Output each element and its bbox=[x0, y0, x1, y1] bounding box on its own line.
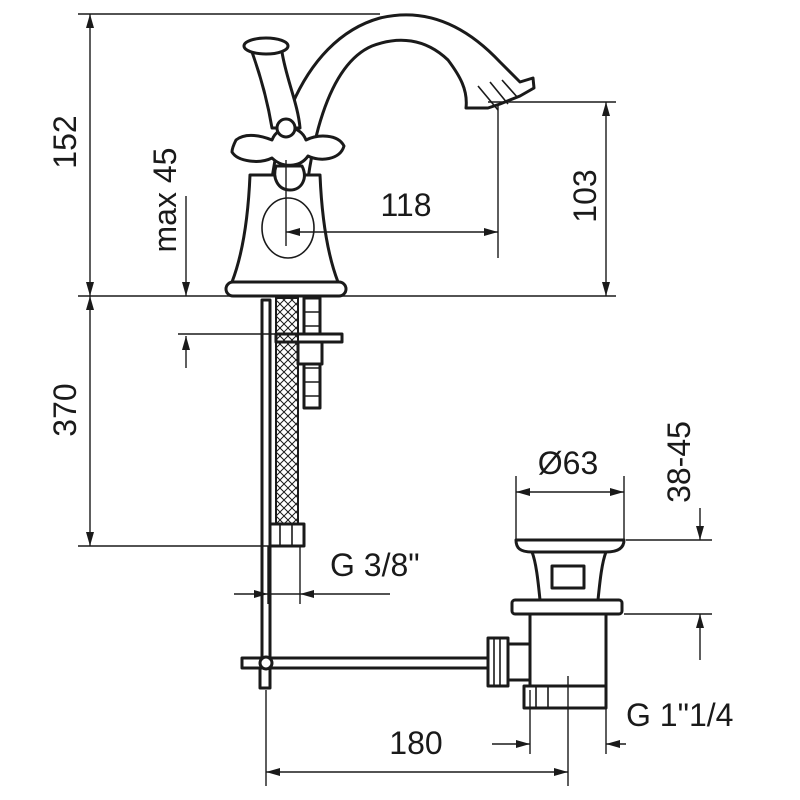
lever-handle bbox=[250, 50, 302, 130]
pop-up-rod bbox=[260, 298, 272, 662]
waste-assembly bbox=[486, 538, 626, 710]
tap-body bbox=[230, 173, 340, 284]
faucet bbox=[224, 13, 536, 298]
label-waste-diameter: Ø63 bbox=[538, 445, 598, 481]
label-tap-height: 152 bbox=[47, 115, 83, 168]
hose-nut bbox=[266, 522, 306, 548]
cross-handle bbox=[230, 126, 346, 167]
dimension-labels: 152 max 45 118 103 370 G 3/8" Ø63 38-45 … bbox=[47, 115, 733, 761]
label-hose-thread: G 3/8" bbox=[330, 547, 420, 583]
fixings bbox=[240, 296, 500, 690]
label-waste-thread: G 1"1/4 bbox=[626, 697, 733, 733]
waste-flange bbox=[514, 538, 626, 554]
label-spout-reach: 118 bbox=[380, 187, 431, 223]
waste-backnut bbox=[510, 598, 624, 616]
label-rod-length: 180 bbox=[389, 725, 442, 761]
label-hose-length: 370 bbox=[47, 383, 83, 436]
label-flange-adjust: max 45 bbox=[147, 148, 183, 253]
braided-hose bbox=[275, 297, 299, 527]
label-basin-thickness: 38-45 bbox=[661, 421, 697, 503]
linkage-rod bbox=[240, 656, 500, 670]
spout bbox=[267, 13, 536, 252]
base-flange bbox=[224, 280, 348, 298]
label-spout-height: 103 bbox=[567, 169, 603, 222]
dimension-lines bbox=[78, 13, 712, 786]
